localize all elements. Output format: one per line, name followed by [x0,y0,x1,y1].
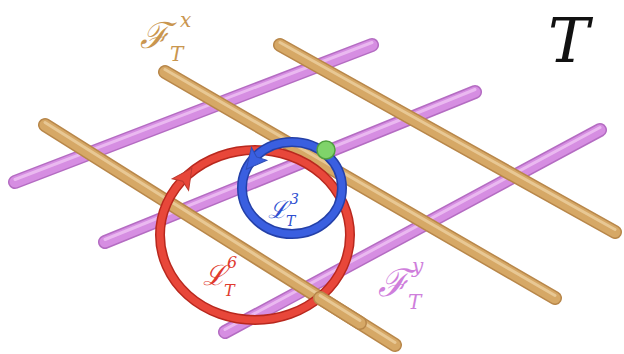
rod-body [320,298,360,323]
rod-grid [15,43,615,346]
rod-highlight [45,123,395,343]
title-symbol: T [548,10,589,72]
symbol-subscript: T [170,44,183,64]
rod-body [225,130,600,332]
symbol-letter: ℱ [378,264,409,302]
blue-loop-body [242,142,342,234]
rod [165,72,555,298]
rod-overlap [320,296,360,324]
rod [225,130,600,332]
symbol-superscript: x [180,10,191,30]
rod [45,125,395,345]
symbol-letter: ℒ [268,198,288,222]
symbol-letter: ℱ [140,18,170,54]
rod [280,45,615,232]
blue-loop-arrowhead [239,147,267,175]
symbol-superscript: y [412,256,423,276]
rod [320,298,360,323]
blue-loop [242,142,342,234]
symbol-superscript: 3 [290,192,299,206]
rod-body [280,45,615,232]
symbol-subscript: T [224,283,235,299]
rod-body [165,72,555,298]
symbol-subscript: T [286,214,295,228]
rod-highlight [165,70,555,296]
vertex-dot [317,141,335,159]
rod-body [45,125,395,345]
rod-highlight [320,296,360,321]
red-loop-arrowhead [172,162,200,190]
symbol-letter: ℒ [203,262,226,290]
symbol-superscript: 6 [227,255,237,271]
symbol-subscript: T [408,292,421,312]
